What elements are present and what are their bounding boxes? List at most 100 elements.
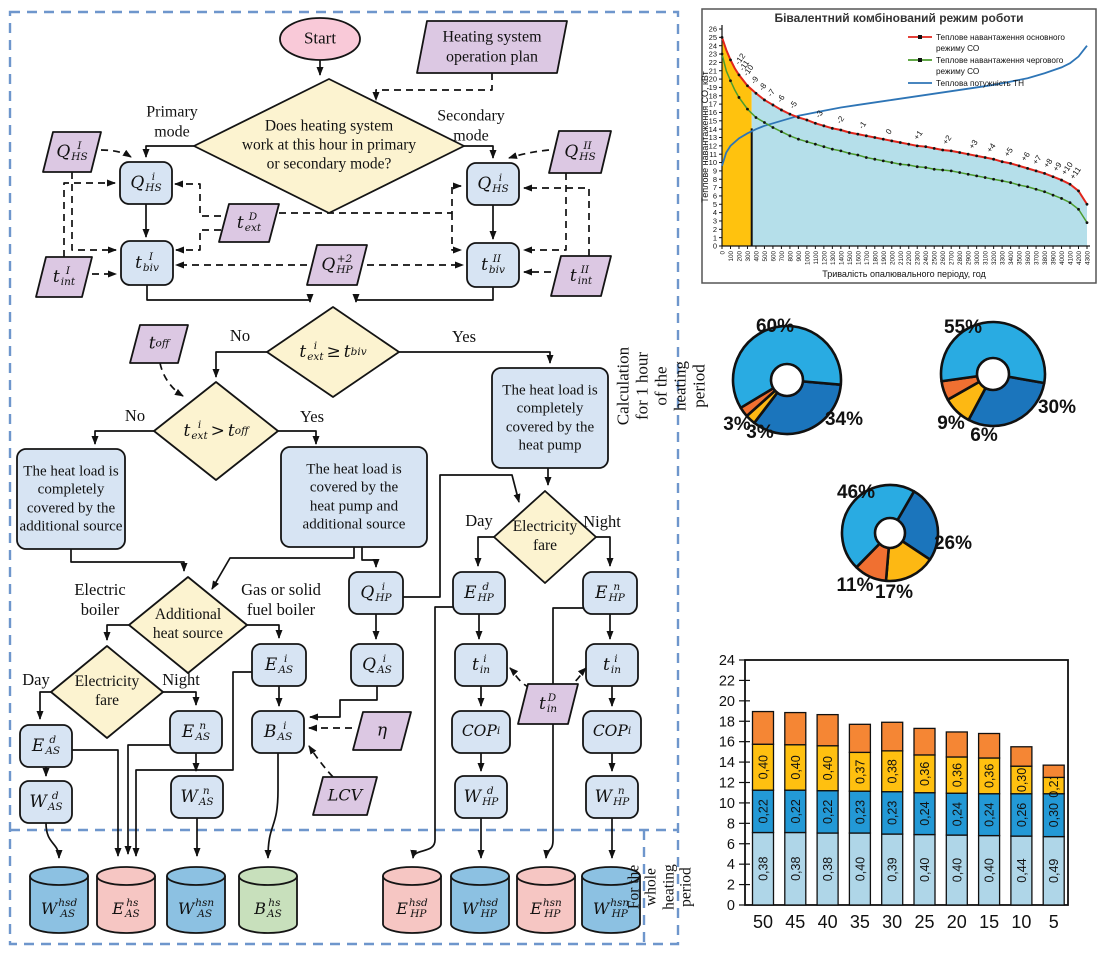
- node-t_in_R: [585, 643, 639, 687]
- svg-text:50: 50: [753, 912, 773, 932]
- svg-text:0,36: 0,36: [950, 763, 964, 787]
- svg-text:3600: 3600: [1025, 251, 1032, 266]
- node-cyl_w_hp_hsd: [450, 866, 510, 934]
- svg-text:6%: 6%: [970, 425, 998, 446]
- node-boxA: [16, 448, 126, 550]
- svg-text:30: 30: [882, 912, 902, 932]
- svg-text:14: 14: [719, 755, 735, 771]
- svg-text:200: 200: [736, 251, 743, 262]
- svg-text:Бівалентний комбінований режим: Бівалентний комбінований режим роботи: [774, 11, 1023, 25]
- svg-text:3700: 3700: [1034, 251, 1041, 266]
- svg-text:20: 20: [947, 912, 967, 932]
- svg-text:Теплова потужність ТН: Теплова потужність ТН: [936, 79, 1024, 88]
- svg-text:3900: 3900: [1051, 251, 1058, 266]
- svg-text:0,38: 0,38: [821, 857, 835, 881]
- svg-text:1500: 1500: [847, 251, 854, 266]
- node-cop_R: [582, 710, 642, 754]
- svg-text:0,37: 0,37: [853, 760, 867, 784]
- node-start: [279, 17, 361, 61]
- svg-text:0,30: 0,30: [1047, 803, 1061, 827]
- donut-2-slice-55%: [939, 320, 1047, 385]
- flowchart-svg: [8, 10, 680, 946]
- svg-text:5: 5: [1049, 912, 1059, 932]
- svg-text:0,40: 0,40: [789, 755, 803, 779]
- node-q_hs_I: [42, 131, 102, 173]
- donut-1-slice-34%: [752, 378, 843, 436]
- svg-text:35: 35: [850, 912, 870, 932]
- svg-text:22: 22: [719, 673, 735, 689]
- svg-text:2500: 2500: [932, 251, 939, 266]
- svg-text:2800: 2800: [957, 251, 964, 266]
- svg-text:-1: -1: [857, 119, 869, 130]
- bar-30: 0,390,230,38: [881, 721, 904, 906]
- svg-text:2: 2: [713, 225, 717, 234]
- svg-text:60%: 60%: [756, 316, 794, 337]
- svg-text:0,40: 0,40: [853, 857, 867, 881]
- svg-text:0,24: 0,24: [950, 802, 964, 826]
- donut-3-slice-26%: [888, 490, 940, 561]
- svg-text:1000: 1000: [804, 251, 811, 266]
- svg-text:20: 20: [719, 694, 735, 710]
- svg-text:700: 700: [779, 251, 786, 262]
- svg-text:17: 17: [709, 100, 717, 109]
- svg-text:11%: 11%: [837, 575, 874, 596]
- node-cop_L: [451, 710, 511, 754]
- svg-text:0,26: 0,26: [1015, 803, 1029, 827]
- node-boxB: [280, 446, 428, 548]
- node-cyl_w_hp_hsn: [581, 866, 641, 934]
- flow-nodes: [16, 17, 642, 934]
- svg-text:0,38: 0,38: [757, 857, 771, 881]
- svg-text:Тривалість опалювального періо: Тривалість опалювального періоду, год: [822, 269, 986, 279]
- svg-text:3: 3: [713, 217, 717, 226]
- svg-text:-5: -5: [788, 99, 800, 110]
- node-boxC: [491, 367, 609, 469]
- svg-text:0,22: 0,22: [789, 799, 803, 823]
- svg-text:24: 24: [719, 653, 735, 669]
- svg-text:Теплове навантаження основного: Теплове навантаження основного: [936, 33, 1065, 42]
- svg-text:3800: 3800: [1042, 251, 1049, 266]
- node-cyl_w_as_hsn: [166, 866, 226, 934]
- svg-text:11: 11: [709, 150, 717, 159]
- svg-text:6: 6: [713, 192, 717, 201]
- label-lbl_night_l: Night: [162, 669, 200, 689]
- svg-text:-9: -9: [749, 74, 761, 85]
- svg-text:1700: 1700: [864, 251, 871, 266]
- bar-40: 0,380,220,40: [816, 713, 839, 906]
- svg-text:0,24: 0,24: [918, 801, 932, 825]
- label-eta: η: [376, 720, 388, 741]
- svg-text:600: 600: [770, 251, 777, 262]
- label-lbl_no1: No: [229, 325, 251, 345]
- svg-text:3200: 3200: [991, 251, 998, 266]
- node-w_hp_d: [454, 775, 508, 819]
- node-q_hp_i: [348, 571, 404, 615]
- svg-text:-8: -8: [757, 81, 769, 92]
- svg-text:9: 9: [713, 166, 717, 175]
- donut-1: 60%34%3%3%: [723, 316, 863, 443]
- svg-text:0,40: 0,40: [918, 858, 932, 882]
- svg-text:1400: 1400: [838, 251, 845, 266]
- svg-text:0,44: 0,44: [1015, 858, 1029, 882]
- node-d_main: [193, 78, 465, 214]
- node-t_int_II: [550, 255, 612, 297]
- svg-text:0,23: 0,23: [886, 801, 900, 825]
- node-e_as_d: [19, 724, 73, 768]
- label-lbl_no2: No: [124, 405, 146, 425]
- svg-text:2900: 2900: [966, 251, 973, 266]
- node-e_as_i: [251, 643, 307, 687]
